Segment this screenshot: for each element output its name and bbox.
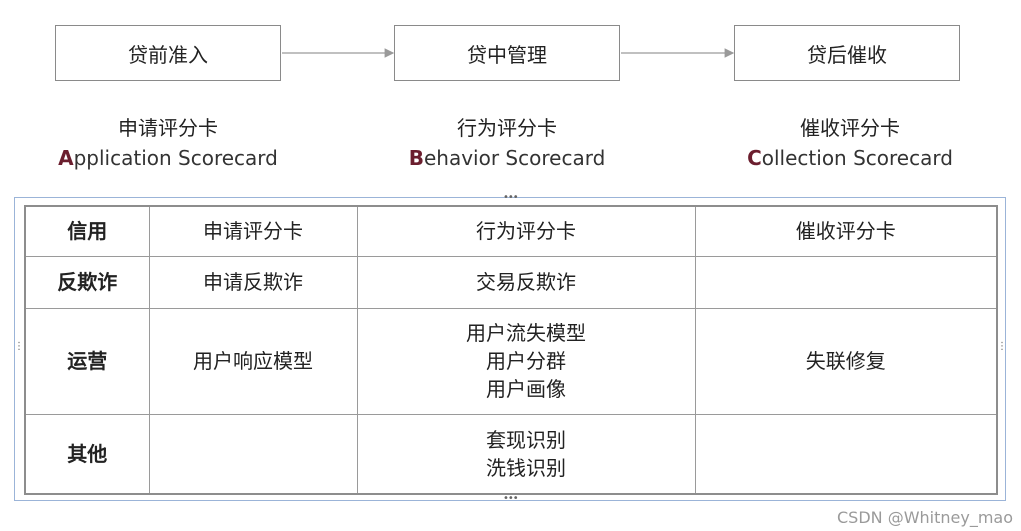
row-header: 其他 bbox=[24, 413, 150, 495]
table-row: 信用 申请评分卡 行为评分卡 催收评分卡 bbox=[24, 205, 998, 257]
cell-text: 行为评分卡 bbox=[476, 219, 576, 244]
cell-text: 用户画像 bbox=[486, 377, 566, 401]
model-matrix-table: 信用申请评分卡行为评分卡催收评分卡反欺诈申请反欺诈交易反欺诈运营用户响应模型用户… bbox=[24, 205, 998, 495]
resize-handle-left[interactable]: ⋮ bbox=[14, 341, 24, 352]
scorecard-cn: 催收评分卡 bbox=[800, 116, 900, 140]
table-cell: 申请反欺诈 bbox=[148, 255, 358, 309]
row-header: 信用 bbox=[24, 205, 150, 257]
table-row: 运营 用户响应模型 用户流失模型用户分群用户画像 失联修复 bbox=[24, 307, 998, 415]
scorecard-label-collection: 催收评分卡 Collection Scorecard bbox=[690, 113, 1010, 173]
table-cell: 用户流失模型用户分群用户画像 bbox=[356, 307, 696, 415]
scorecard-label-application: 申请评分卡 Application Scorecard bbox=[8, 113, 328, 173]
scorecard-cn: 申请评分卡 bbox=[118, 116, 218, 140]
cell-text: 用户流失模型 bbox=[466, 321, 586, 345]
table-cell: 催收评分卡 bbox=[694, 205, 998, 257]
scorecard-initial: C bbox=[747, 146, 762, 170]
resize-handle-top[interactable]: ••• bbox=[503, 192, 519, 203]
stage-box-in-loan: 贷中管理 bbox=[394, 25, 620, 81]
cell-text: 用户分群 bbox=[486, 349, 566, 373]
table-cell: 交易反欺诈 bbox=[356, 255, 696, 309]
stage-label: 贷前准入 bbox=[128, 42, 208, 67]
table-cell: 用户响应模型 bbox=[148, 307, 358, 415]
cell-text: 交易反欺诈 bbox=[476, 270, 576, 294]
selection-frame[interactable] bbox=[14, 197, 1006, 501]
cell-text: 失联修复 bbox=[805, 349, 886, 373]
stage-box-post-loan: 贷后催收 bbox=[734, 25, 960, 81]
row-header: 反欺诈 bbox=[24, 255, 150, 309]
cell-text: 用户响应模型 bbox=[193, 349, 313, 373]
table-row: 其他 套现识别洗钱识别 bbox=[24, 413, 998, 495]
table-cell bbox=[694, 255, 998, 309]
cell-text: 申请评分卡 bbox=[203, 219, 303, 244]
cell-text: 申请反欺诈 bbox=[203, 270, 303, 294]
table-cell bbox=[694, 413, 998, 495]
table-cell: 套现识别洗钱识别 bbox=[356, 413, 696, 495]
table-row: 反欺诈 申请反欺诈 交易反欺诈 bbox=[24, 255, 998, 309]
scorecard-en: Collection Scorecard bbox=[690, 143, 1010, 173]
table-cell: 申请评分卡 bbox=[148, 205, 358, 257]
scorecard-en-rest: pplication Scorecard bbox=[73, 146, 278, 170]
table-cell bbox=[148, 413, 358, 495]
cell-text: 套现识别 bbox=[486, 427, 566, 452]
table-cell: 行为评分卡 bbox=[356, 205, 696, 257]
stage-label: 贷中管理 bbox=[467, 42, 547, 67]
cell-text: 洗钱识别 bbox=[486, 455, 566, 480]
table-cell: 失联修复 bbox=[694, 307, 998, 415]
cell-text: 催收评分卡 bbox=[795, 219, 896, 244]
stage-label: 贷后催收 bbox=[807, 42, 887, 67]
scorecard-cn: 行为评分卡 bbox=[457, 116, 557, 140]
scorecard-en-rest: ollection Scorecard bbox=[761, 146, 953, 170]
row-header: 运营 bbox=[24, 307, 150, 415]
scorecard-en: Application Scorecard bbox=[8, 143, 328, 173]
scorecard-initial: B bbox=[408, 146, 424, 170]
scorecard-label-behavior: 行为评分卡 Behavior Scorecard bbox=[347, 113, 667, 173]
stage-box-pre-loan: 贷前准入 bbox=[55, 25, 281, 81]
scorecard-en: Behavior Scorecard bbox=[347, 143, 667, 173]
scorecard-initial: A bbox=[58, 146, 74, 170]
resize-handle-right[interactable]: ⋮ bbox=[997, 341, 1007, 352]
watermark: CSDN @Whitney_mao bbox=[836, 508, 1013, 527]
scorecard-en-rest: ehavior Scorecard bbox=[423, 146, 606, 170]
resize-handle-bottom[interactable]: ••• bbox=[503, 493, 519, 504]
